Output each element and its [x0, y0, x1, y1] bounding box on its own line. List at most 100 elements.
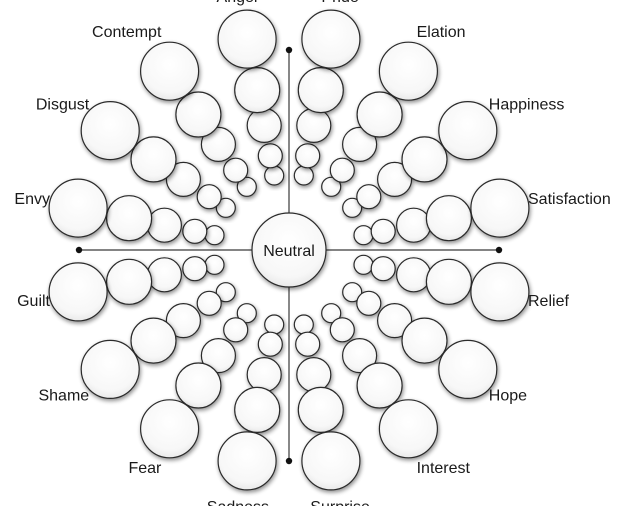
anger-bubble-4: [234, 66, 281, 114]
disgust-bubble-5: [80, 101, 140, 161]
disgust-bubble-2: [196, 184, 222, 210]
elation-bubble-1: [321, 176, 342, 197]
label-disgust: Disgust: [36, 96, 90, 113]
disgust-bubble-3: [165, 161, 201, 197]
envy-bubble-4: [106, 195, 153, 242]
elation-bubble-4: [356, 91, 403, 138]
shame-bubble-3: [165, 303, 201, 339]
fear-bubble-4: [175, 362, 222, 409]
disgust-bubble-4: [130, 136, 177, 183]
sadness-bubble-3: [246, 357, 282, 393]
satisfaction-bubble-4: [425, 195, 472, 242]
neutral-bubble: [251, 212, 327, 288]
fear-bubble-1: [236, 303, 257, 324]
interest-bubble-5: [378, 399, 438, 459]
pride-bubble-4: [297, 66, 344, 114]
envy-bubble-3: [146, 207, 182, 243]
contempt-bubble-2: [223, 157, 249, 183]
elation-bubble-3: [342, 126, 378, 162]
relief-bubble-3: [396, 257, 432, 293]
fear-bubble-3: [200, 338, 236, 374]
relief-bubble-1: [353, 254, 374, 275]
satisfaction-bubble-3: [396, 207, 432, 243]
envy-bubble-2: [182, 218, 208, 244]
hope-bubble-2: [356, 290, 382, 316]
surprise-bubble-2: [295, 331, 321, 357]
label-guilt: Guilt: [17, 293, 50, 310]
label-surprise: Surprise: [310, 499, 370, 506]
satisfaction-bubble-5: [470, 178, 530, 238]
label-interest: Interest: [417, 460, 471, 477]
happiness-bubble-3: [377, 161, 413, 197]
happiness-bubble-4: [401, 136, 448, 183]
label-satisfaction: Satisfaction: [528, 191, 611, 208]
emotion-labels: PrideElationHappinessSatisfactionReliefH…: [14, 0, 610, 506]
pride-bubble-1: [293, 165, 314, 186]
happiness-bubble-2: [356, 184, 382, 210]
anger-bubble-2: [257, 143, 283, 169]
label-happiness: Happiness: [489, 96, 565, 113]
hope-bubble-5: [438, 339, 498, 399]
surprise-bubble-1: [293, 314, 314, 335]
label-relief: Relief: [528, 293, 569, 310]
shame-bubble-2: [196, 290, 222, 316]
axis-end-right: [495, 246, 503, 254]
disgust-bubble-1: [215, 197, 236, 218]
happiness-bubble-1: [342, 197, 363, 218]
elation-bubble-5: [378, 41, 438, 101]
pride-bubble-2: [295, 143, 321, 169]
guilt-bubble-2: [182, 256, 208, 282]
contempt-bubble-3: [200, 126, 236, 162]
surprise-bubble-3: [296, 357, 332, 393]
guilt-bubble-1: [204, 254, 225, 275]
contempt-bubble-1: [236, 176, 257, 197]
pride-bubble-3: [296, 107, 332, 144]
interest-bubble-4: [356, 362, 403, 409]
label-elation: Elation: [417, 24, 466, 41]
envy-bubble-1: [204, 225, 225, 246]
relief-bubble-5: [470, 262, 530, 322]
satisfaction-bubble-2: [370, 218, 396, 244]
interest-bubble-1: [321, 303, 342, 324]
anger-bubble-5: [217, 9, 277, 69]
label-pride: Pride: [321, 0, 358, 6]
neutral-center: Neutral: [251, 212, 327, 288]
label-sadness: Sadness: [207, 499, 269, 506]
sadness-bubble-4: [234, 386, 281, 433]
hope-bubble-3: [377, 303, 413, 339]
guilt-bubble-5: [48, 262, 108, 322]
label-envy: Envy: [14, 191, 50, 208]
elation-bubble-2: [329, 157, 355, 183]
label-contempt: Contempt: [92, 24, 162, 41]
surprise-bubble-5: [301, 431, 361, 491]
guilt-bubble-4: [106, 258, 153, 305]
satisfaction-bubble-1: [353, 225, 374, 246]
happiness-bubble-5: [438, 101, 498, 161]
label-fear: Fear: [128, 460, 162, 477]
axis-end-left: [75, 246, 83, 254]
neutral-label: Neutral: [263, 243, 315, 260]
axis-end-bottom: [285, 457, 293, 465]
sadness-bubble-2: [257, 331, 283, 357]
fear-bubble-2: [223, 317, 249, 343]
hope-bubble-1: [342, 282, 363, 303]
hope-bubble-4: [401, 317, 448, 364]
interest-bubble-3: [342, 338, 378, 374]
anger-bubble-1: [264, 165, 285, 186]
intensity-bubbles: [48, 9, 530, 491]
interest-bubble-2: [329, 317, 355, 343]
relief-bubble-2: [370, 256, 396, 282]
shame-bubble-5: [80, 339, 140, 399]
label-anger: Anger: [217, 0, 260, 6]
relief-bubble-4: [425, 258, 472, 305]
sadness-bubble-5: [217, 431, 277, 491]
label-hope: Hope: [489, 388, 527, 405]
envy-bubble-5: [48, 178, 108, 238]
shame-bubble-4: [130, 317, 177, 364]
sadness-bubble-1: [264, 314, 285, 335]
guilt-bubble-3: [146, 257, 182, 293]
shame-bubble-1: [215, 282, 236, 303]
label-shame: Shame: [38, 388, 89, 405]
axis-end-top: [285, 46, 293, 54]
